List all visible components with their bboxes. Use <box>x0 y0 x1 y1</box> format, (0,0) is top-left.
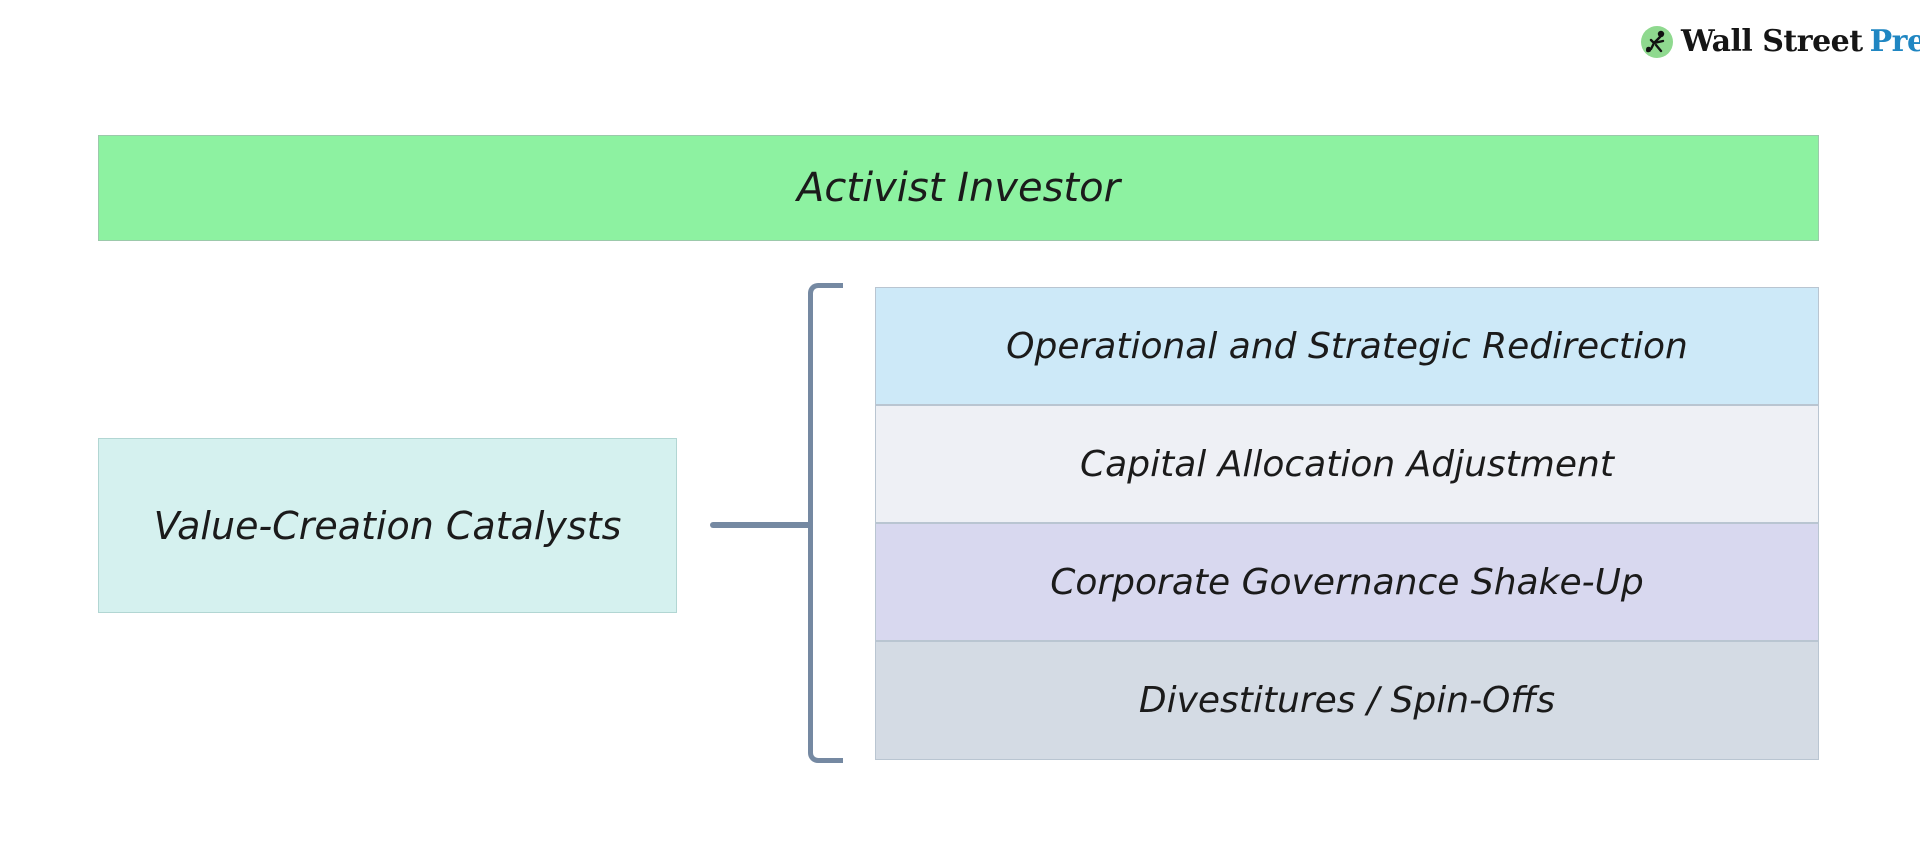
node-activist-investor: Activist Investor <box>98 135 1819 241</box>
node-capital-allocation-adjustment: Capital Allocation Adjustment <box>875 405 1819 523</box>
node-divestitures-spin-offs: Divestitures / Spin-Offs <box>875 641 1819 760</box>
node-operational-strategic-redirection: Operational and Strategic Redirection <box>875 287 1819 405</box>
node-item-label: Divestitures / Spin-Offs <box>1138 680 1556 721</box>
node-item-label: Corporate Governance Shake-Up <box>1050 561 1644 603</box>
node-activist-investor-label: Activist Investor <box>796 165 1121 211</box>
connector-line <box>710 522 811 528</box>
node-item-label: Capital Allocation Adjustment <box>1080 443 1614 485</box>
node-value-creation-catalysts: Value-Creation Catalysts <box>98 438 677 613</box>
brand-wordmark: Wall StreetPrep <box>1681 24 1920 59</box>
brand-logo: Wall StreetPrep <box>1641 24 1920 59</box>
node-value-creation-catalysts-label: Value-Creation Catalysts <box>153 503 622 548</box>
brand-name-main: Wall Street <box>1681 24 1863 59</box>
bracket-connector <box>808 283 843 763</box>
runner-icon-glyph <box>1646 30 1665 52</box>
runner-icon <box>1641 25 1673 58</box>
node-corporate-governance-shake-up: Corporate Governance Shake-Up <box>875 523 1819 641</box>
node-item-label: Operational and Strategic Redirection <box>1006 325 1688 367</box>
brand-name-accent: Prep <box>1869 24 1920 59</box>
